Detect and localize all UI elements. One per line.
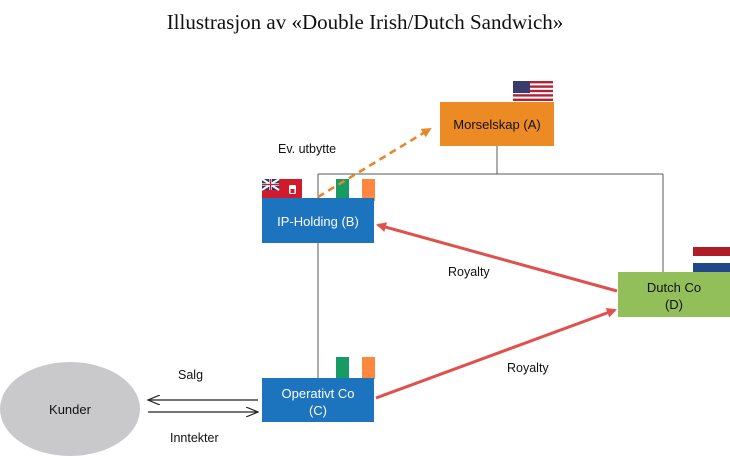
dividend-arrow <box>317 127 432 199</box>
royalty-bottom-label: Royalty <box>507 361 549 375</box>
node-operating-co: Operativt Co (C) <box>262 357 375 422</box>
customers-ellipse <box>0 362 140 456</box>
customers-label: Kunder <box>49 402 92 417</box>
operating-box <box>262 378 374 422</box>
usa-flag-icon <box>513 81 553 103</box>
ip-holding-label: IP-Holding (B) <box>277 214 359 229</box>
dividend-label: Ev. utbytte <box>278 142 336 156</box>
income-label: Inntekter <box>170 431 219 445</box>
bermuda-flag-icon <box>261 178 302 201</box>
node-parent-company: Morselskap (A) <box>440 81 554 146</box>
sales-label: Salg <box>178 368 203 382</box>
node-customers: Kunder <box>0 362 140 456</box>
netherlands-flag-icon <box>693 247 730 273</box>
node-dutch-co: Dutch Co (D) <box>618 247 730 317</box>
dutch-box <box>618 272 730 317</box>
ip-holding-box <box>262 198 374 243</box>
royalty-arrow-dutch-to-ip <box>376 222 618 293</box>
royalty-top-label: Royalty <box>448 265 490 279</box>
diagram-title: Illustrasjon av «Double Irish/Dutch Sand… <box>166 10 564 34</box>
ireland-flag-icon <box>336 357 375 379</box>
parent-box <box>440 102 554 146</box>
dutch-label-line1: Dutch Co <box>647 280 701 295</box>
dutch-label-line2: (D) <box>665 297 683 312</box>
node-ip-holding: IP-Holding (B) <box>261 178 375 243</box>
operating-label-line2: (C) <box>309 403 327 418</box>
operating-label-line1: Operativt Co <box>282 386 355 401</box>
royalty-arrow-operating-to-dutch <box>375 308 617 400</box>
ownership-connectors <box>317 146 664 378</box>
parent-label: Morselskap (A) <box>453 117 540 132</box>
